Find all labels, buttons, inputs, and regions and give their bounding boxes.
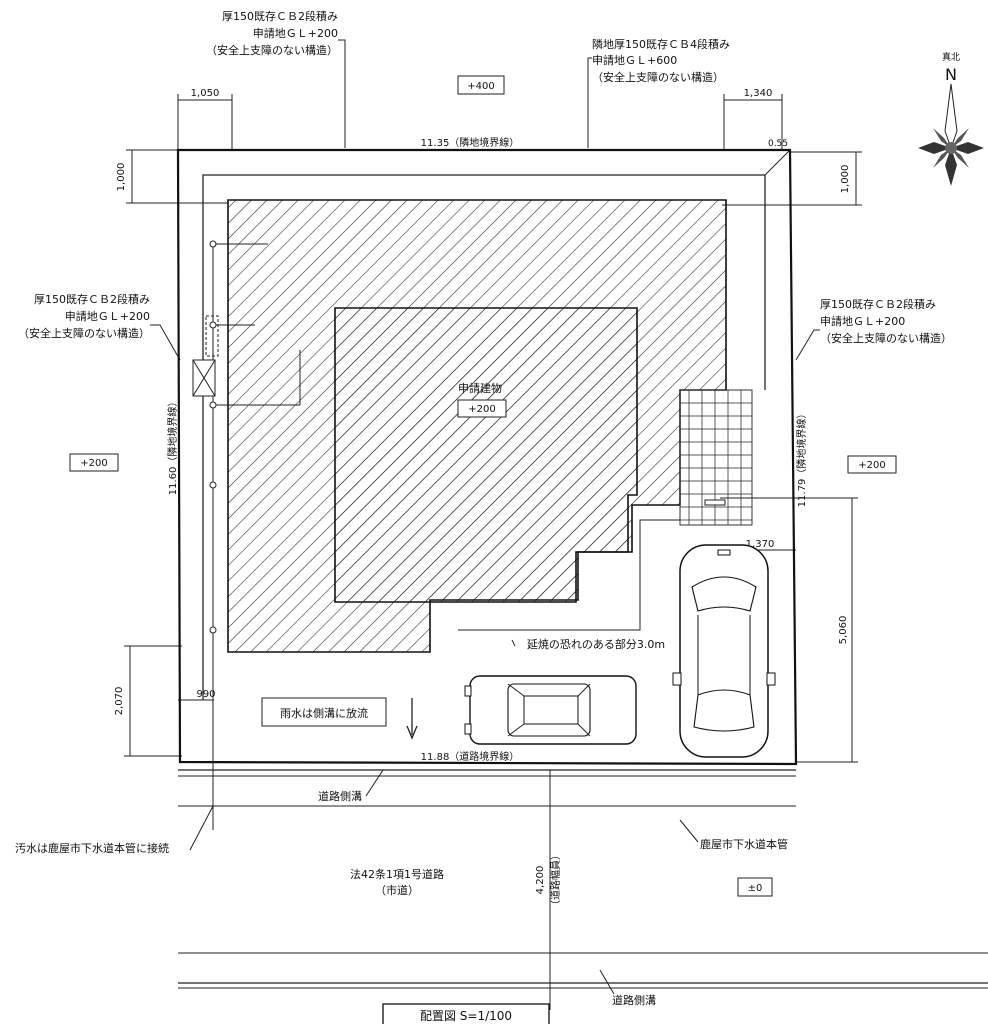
building-level: +200 bbox=[468, 404, 495, 415]
annotation-north-left-wall: 厚150既存ＣＢ2段積み 申請地ＧＬ+200 （安全上支障のない構造） bbox=[206, 9, 338, 57]
north-compass: 真北 N bbox=[918, 51, 984, 186]
svg-text:+400: +400 bbox=[467, 81, 494, 92]
compass-east-arrow-icon bbox=[951, 142, 984, 154]
compass-north-arrow-icon bbox=[944, 83, 958, 150]
svg-text:±0: ±0 bbox=[748, 883, 763, 894]
annotation-line: （安全上支障のない構造） bbox=[820, 331, 952, 345]
sewer-main-label: 鹿屋市下水道本管 bbox=[700, 837, 788, 851]
road-lines bbox=[178, 769, 988, 989]
fire-spread-boundary bbox=[458, 519, 680, 631]
compass-south-arrow-icon bbox=[945, 148, 957, 186]
compass-label: 真北 bbox=[942, 51, 960, 63]
dim-west-setback: 1,000 bbox=[116, 163, 127, 192]
dim-road-width: 4,200 bbox=[535, 866, 546, 895]
road-type-label: （市道） bbox=[375, 883, 419, 897]
annotation-line: 厚150既存ＣＢ2段積み bbox=[34, 292, 150, 306]
annotation-line: 申請地ＧＬ+200 bbox=[820, 314, 905, 328]
annotation-line: 申請地ＧＬ+200 bbox=[253, 26, 338, 40]
leader-line bbox=[511, 639, 516, 647]
annotation-west-wall: 厚150既存ＣＢ2段積み 申請地ＧＬ+200 （安全上支障のない構造） bbox=[18, 292, 150, 340]
dim-south-setback: 2,070 bbox=[114, 687, 125, 716]
rainwater-label: 雨水は側溝に放流 bbox=[280, 706, 368, 720]
leader-line bbox=[587, 57, 592, 148]
level-tag-road: ±0 bbox=[737, 877, 773, 897]
compass-star-icon bbox=[933, 128, 969, 168]
compass-west-arrow-icon bbox=[918, 142, 951, 154]
dim-road-width-note: （道路幅員） bbox=[549, 850, 562, 910]
annotation-line: 隣地厚150既存ＣＢ4段積み bbox=[592, 37, 730, 51]
down-arrow-icon bbox=[406, 698, 418, 740]
dim-north-offset-left: 1,050 bbox=[191, 88, 220, 99]
drain-pipes bbox=[192, 240, 301, 830]
annotation-line: 申請地ＧＬ+600 bbox=[592, 53, 677, 67]
drawing-title-box: 配置図 S=1/100 bbox=[382, 1003, 550, 1024]
level-tag-west: +200 bbox=[69, 453, 119, 472]
leader-line bbox=[795, 329, 820, 361]
annotation-line: （安全上支障のない構造） bbox=[206, 43, 338, 57]
leader-line bbox=[365, 769, 384, 797]
annotation-north-right-wall: 隣地厚150既存ＣＢ4段積み 申請地ＧＬ+600 （安全上支障のない構造） bbox=[592, 37, 730, 84]
dim-east-boundary: 11.79（隣地境界線） bbox=[795, 409, 808, 508]
fire-spread-label: 延焼の恐れのある部分3.0m bbox=[527, 637, 665, 651]
leader-line bbox=[150, 324, 181, 361]
dim-north-corner: 0.55 bbox=[768, 139, 788, 149]
annotation-line: 申請地ＧＬ+200 bbox=[65, 309, 150, 323]
car-sedan-horizontal bbox=[464, 675, 637, 745]
annotation-line: 厚150既存ＣＢ2段積み bbox=[222, 9, 338, 23]
leader-line bbox=[679, 819, 699, 843]
leader-line bbox=[599, 969, 615, 995]
dim-parking-depth: 5,060 bbox=[838, 616, 849, 645]
dim-north-boundary: 11.35（隣地境界線） bbox=[421, 136, 520, 149]
annotation-line: （安全上支障のない構造） bbox=[18, 326, 150, 340]
entrance-step bbox=[704, 499, 726, 506]
fence-line bbox=[202, 174, 766, 700]
building-label: 申請建物 +200 bbox=[457, 381, 507, 418]
annotation-line: （安全上支障のない構造） bbox=[592, 70, 724, 84]
gutter-top-label: 道路側溝 bbox=[318, 789, 362, 803]
car-suv-vertical bbox=[672, 544, 776, 758]
corner-cut-line bbox=[764, 149, 791, 176]
level-tag-north: +400 bbox=[457, 75, 505, 95]
dim-parking-width: 1,370 bbox=[746, 539, 775, 550]
sewage-label: 汚水は鹿屋市下水道本管に接続 bbox=[15, 841, 169, 855]
dim-east-setback: 1,000 bbox=[840, 165, 851, 194]
building-name: 申請建物 bbox=[458, 381, 502, 395]
gutter-bottom-label: 道路側溝 bbox=[612, 993, 656, 1007]
level-tag-east: +200 bbox=[847, 455, 897, 474]
annotation-line: 厚150既存ＣＢ2段積み bbox=[820, 297, 936, 311]
leader-line bbox=[338, 39, 346, 148]
leader-line bbox=[189, 805, 214, 851]
compass-center-icon bbox=[945, 142, 957, 154]
rainwater-note: 雨水は側溝に放流 bbox=[261, 697, 387, 727]
building-upper-floor bbox=[334, 307, 638, 603]
dim-north-offset-right: 1,340 bbox=[744, 88, 773, 99]
compass-letter: N bbox=[945, 65, 957, 84]
svg-text:+200: +200 bbox=[80, 458, 107, 469]
site-boundary bbox=[176, 148, 798, 766]
annotation-east-wall: 厚150既存ＣＢ2段積み 申請地ＧＬ+200 （安全上支障のない構造） bbox=[820, 297, 952, 345]
dim-road-boundary: 11.88（道路境界線） bbox=[421, 750, 520, 763]
dim-west-boundary: 11.60（隣地境界線） bbox=[166, 397, 179, 496]
road-name-label: 法42条1項1号道路 bbox=[350, 867, 444, 881]
svg-text:+200: +200 bbox=[858, 460, 885, 471]
dim-sw-offset: 990 bbox=[196, 689, 215, 700]
drawing-title: 配置図 S=1/100 bbox=[420, 1009, 512, 1023]
